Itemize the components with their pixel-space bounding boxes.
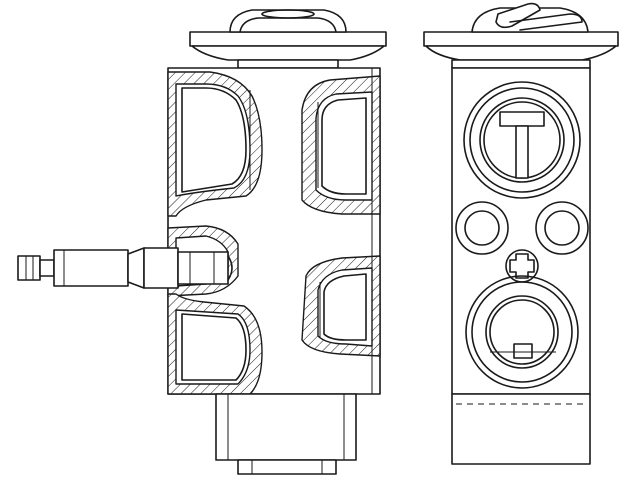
lower-right-port-section: [301, 255, 381, 357]
upper-port-end: [463, 81, 581, 199]
bolt-holes: [455, 201, 589, 255]
lower-port-end: [465, 275, 579, 389]
end-cap: [423, 2, 619, 69]
end-view: [423, 2, 619, 465]
spindle-pin: [17, 247, 233, 289]
end-bottom-stem: [451, 393, 591, 465]
section-view: [17, 9, 387, 475]
diaphragm-cap: [189, 9, 387, 69]
lower-left-port-section: [167, 293, 263, 395]
bottom-stem: [215, 393, 357, 475]
